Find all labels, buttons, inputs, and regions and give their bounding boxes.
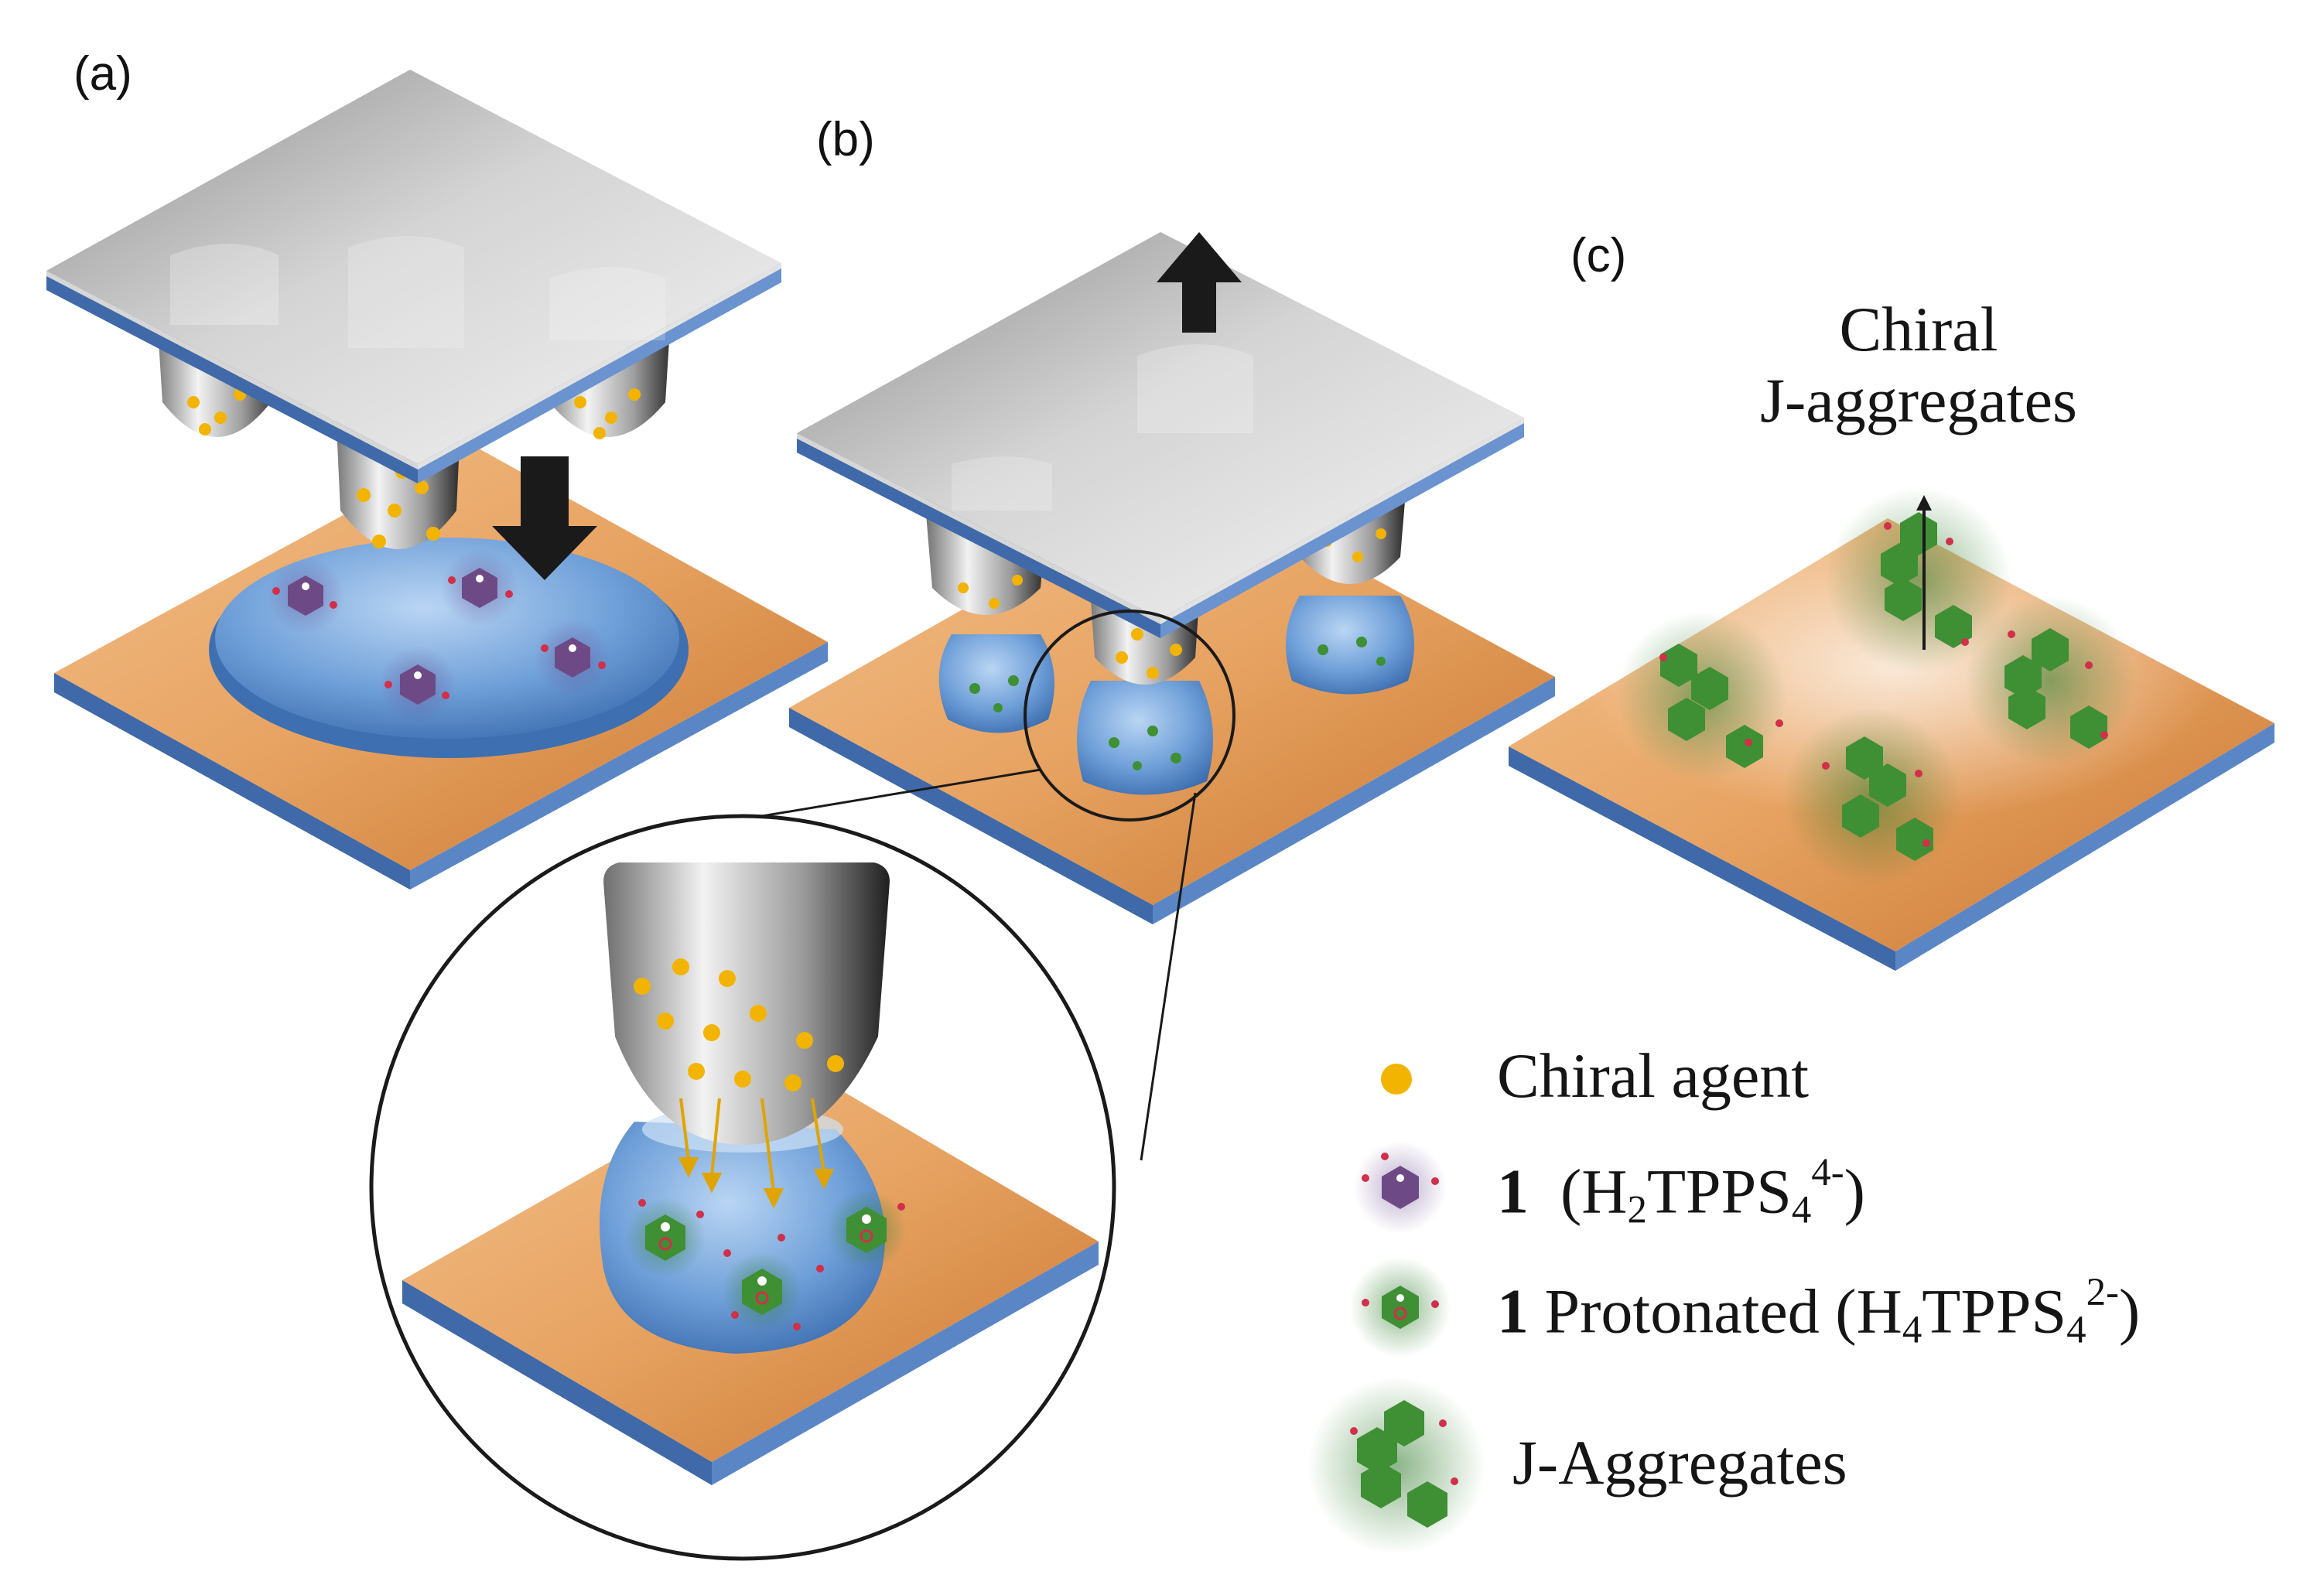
formula-sub: 4 (1902, 1307, 1922, 1351)
legend-chiral-agent: Chiral agent (1497, 1040, 1810, 1111)
formula-mid: TPPS (1646, 1156, 1792, 1227)
chiral-j-aggregates-title: Chiral J-aggregates (1756, 294, 2081, 436)
porphyrin-purple (441, 549, 518, 627)
porphyrin-green (826, 1190, 907, 1270)
stamp-slab-a (46, 70, 781, 483)
stamp-slab-b (797, 232, 1524, 638)
j-aggregate-clusters (1617, 487, 2135, 886)
legend-h2tpps: 1 (H2TPPS44-) (1497, 1153, 1865, 1229)
inset-chiral-dots (634, 958, 844, 1091)
green-specks-b (969, 637, 1386, 770)
chiral-title-line2: J-aggregates (1760, 364, 2077, 435)
porphyrin-purple (267, 557, 344, 634)
liquid-bridges-b (938, 596, 1414, 795)
j-aggregate-icon (1307, 1377, 1485, 1555)
j-aggregate (1617, 611, 1787, 781)
formula-sub: 4 (2066, 1307, 2086, 1351)
zoom-inset (369, 814, 1116, 1561)
porphyrin-green (722, 1252, 802, 1332)
formula-charge: 4- (1811, 1150, 1844, 1194)
panel-c (1509, 487, 2274, 971)
chiral-pointer-arrow (1916, 495, 1932, 650)
legend-icons (1307, 1064, 1485, 1555)
porphyrin-purple (379, 646, 456, 723)
compound-number: 1 (1497, 1276, 1529, 1347)
chiral-agent-icon (1381, 1064, 1412, 1095)
porphyrin-purple (534, 619, 611, 696)
legend-h4tpps: 1 Protonated (H4TPPS42-) (1497, 1272, 2140, 1349)
j-aggregate (1826, 487, 2011, 673)
arrow-up-icon (1157, 232, 1242, 333)
j-aggregate (1783, 708, 1961, 886)
porphyrin-green-icon (1350, 1257, 1451, 1358)
formula-prefix: (H (1560, 1156, 1628, 1227)
inset-porphyrins (625, 1190, 907, 1332)
panel-a (46, 70, 828, 890)
protonated-word: Protonated (1544, 1276, 1820, 1347)
formula-prefix: (H (1835, 1276, 1902, 1347)
porphyrin-purple-icon (1354, 1141, 1447, 1234)
formula-mid: TPPS (1922, 1276, 2067, 1347)
panel-label-a: (a) (73, 47, 132, 101)
arrow-down-icon (492, 456, 597, 580)
compound-number: 1 (1497, 1156, 1529, 1227)
zoom-indicator (761, 610, 1235, 1161)
inset-tip (603, 862, 890, 1145)
chiral-title-line1: Chiral (1839, 294, 1998, 364)
inset-diffusion-arrows (678, 1098, 835, 1209)
formula-sub: 4 (1791, 1187, 1812, 1231)
formula-sub: 2 (1627, 1187, 1647, 1231)
porphyrin-group-a (267, 549, 611, 723)
j-aggregate (1965, 596, 2135, 766)
formula-charge: 2- (2086, 1270, 2119, 1313)
formula-suffix: ) (2118, 1276, 2141, 1347)
porphyrin-green (625, 1197, 706, 1278)
formula-suffix: ) (1844, 1156, 1865, 1227)
panel-label-c: (c) (1570, 229, 1627, 282)
panel-b (761, 232, 1555, 1161)
panel-label-b: (b) (816, 113, 875, 166)
legend-j-aggregates: J-Aggregates (1512, 1427, 1847, 1498)
